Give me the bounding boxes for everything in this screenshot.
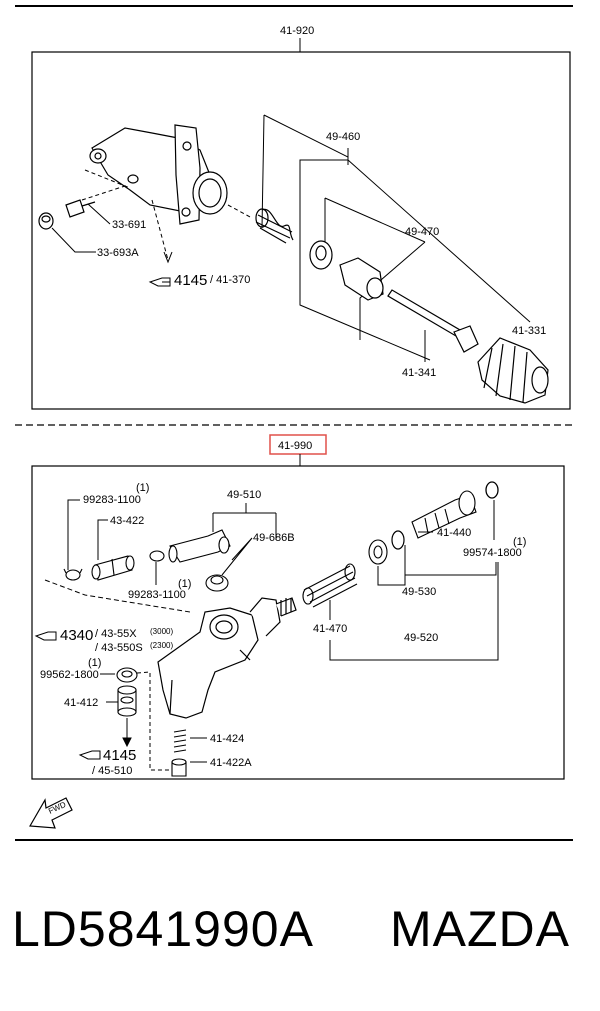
slave-cylinder-body (89, 124, 228, 225)
ref-43-550s-note: (2300) (150, 641, 173, 650)
bracket-49-470 (324, 197, 426, 340)
label-41-341: 41-341 (402, 367, 436, 379)
label-49-686b: 49-686B (253, 532, 295, 544)
parts-diagram: 41-920 33-691 (15, 5, 573, 841)
label-49-530: 49-530 (402, 586, 436, 598)
label-49-470: 49-470 (405, 226, 439, 238)
qty-right: (1) (513, 536, 526, 548)
label-49-510: 49-510 (227, 489, 261, 501)
ref-4340: 4340 (60, 627, 93, 644)
plunger-41-422a (171, 758, 187, 777)
ref-4145-lower: 4145 (103, 747, 136, 764)
label-41-424: 41-424 (210, 733, 244, 745)
ref-43-55x-note: (3000) (150, 627, 173, 636)
ref-45-510: / 45-510 (92, 765, 132, 777)
piston-cup (309, 240, 333, 270)
label-49-460: 49-460 (326, 131, 360, 143)
footer: LD5841990A MAZDA (12, 900, 592, 970)
label-99283-1100-mid: 99283-1100 (128, 589, 186, 601)
fitting-41-412 (117, 685, 137, 717)
label-41-331: 41-331 (512, 325, 546, 337)
ref-43-55x: / 43-55X (95, 628, 137, 640)
hand-pointer-icon-4340 (34, 631, 57, 641)
hose-43-422 (91, 555, 135, 581)
return-spring (255, 208, 294, 244)
lower-frame (31, 465, 565, 780)
hand-pointer-icon-4145 (78, 750, 101, 760)
bleeder-screw (65, 199, 96, 218)
hose-clamp-left (63, 568, 83, 581)
rod-assembly (411, 490, 477, 539)
label-41-412: 41-412 (64, 697, 98, 709)
inlet-pipe (168, 529, 231, 563)
qty-left: (1) (88, 657, 101, 669)
grommet (205, 574, 229, 592)
snap-ring (485, 481, 499, 499)
part-number: LD5841990A (12, 901, 314, 957)
hand-pointer-icon (148, 277, 171, 287)
upper-frame (31, 51, 571, 410)
ref-4145-upper-num: 4145 (174, 272, 207, 289)
push-rod (387, 289, 479, 353)
label-41-422a: 41-422A (210, 757, 252, 769)
hose-clamp-mid (149, 550, 165, 562)
label-99283-1100-top: 99283-1100 (83, 494, 141, 506)
label-99574-1800: 99574-1800 (463, 547, 522, 559)
label-41-470: 41-470 (313, 623, 347, 635)
label-33-691: 33-691 (112, 219, 146, 231)
lower-assembly-label: 41-990 (278, 440, 312, 452)
label-49-520: 49-520 (404, 632, 438, 644)
washer (116, 667, 138, 683)
o-ring (391, 530, 405, 550)
seal-cup (368, 539, 388, 565)
qty-mid: (1) (178, 578, 191, 590)
piston (339, 257, 384, 301)
dust-boot (477, 337, 549, 404)
label-41-440: 41-440 (437, 527, 471, 539)
spring-41-424 (173, 729, 187, 753)
fwd-arrow-icon: FWD (29, 797, 73, 829)
highlight-box (269, 434, 327, 455)
brand-name: MAZDA (390, 901, 570, 957)
qty-top: (1) (136, 482, 149, 494)
label-99562-1800: 99562-1800 (40, 669, 99, 681)
lower-section: 41-990 (1) 99283-1100 43-422 49-510 49-6… (31, 434, 565, 780)
label-43-422: 43-422 (110, 515, 144, 527)
upper-assembly-label: 41-920 (280, 25, 314, 37)
spring-41-470 (302, 563, 358, 608)
label-33-693a: 33-693A (97, 247, 139, 259)
master-cylinder-body (157, 597, 297, 719)
upper-section: 41-920 33-691 (31, 25, 571, 410)
ref-41-370: / 41-370 (210, 274, 250, 286)
bleeder-cap (38, 212, 54, 230)
ref-43-550s: / 43-550S (95, 642, 143, 654)
